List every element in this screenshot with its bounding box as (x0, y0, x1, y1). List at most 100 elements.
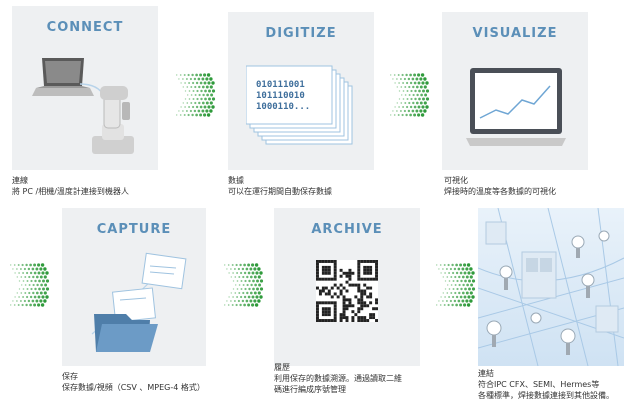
arrow-dot (190, 102, 193, 104)
arrow-dot (405, 113, 408, 117)
arrow-dot (450, 284, 453, 286)
arrow-dot (465, 275, 469, 279)
arrow-dot (39, 299, 43, 303)
arrow-dot (232, 288, 235, 290)
arrow-dot (26, 271, 29, 275)
arrow-dot (12, 268, 14, 270)
chevron-arrow-icon (223, 263, 264, 307)
arrow-dot (179, 114, 182, 116)
arrow-dot (200, 89, 203, 93)
arrow-dot (12, 300, 14, 302)
arrow-dot (463, 271, 467, 275)
arrow-dot (417, 73, 421, 77)
arrow-dot (250, 283, 253, 287)
arrow-dot (411, 77, 415, 81)
network-caption: 連結 符合IPC CFX、SEMI、Hermes等 各種標準，焊接數據連接到其他… (478, 368, 614, 401)
arrow-dot (464, 287, 467, 291)
arrow-dot (459, 263, 463, 267)
arrow-dot (256, 287, 259, 291)
monitor-chart-icon (466, 68, 566, 146)
binary-text: 010111001 101110010 1000110... (256, 80, 310, 113)
arrow-dot (423, 101, 427, 105)
arrow-dot (240, 271, 243, 275)
arrow-dot (458, 275, 461, 279)
arrow-dot (14, 272, 16, 274)
arrow-dot (452, 288, 455, 290)
arrow-dot (448, 288, 451, 290)
arrow-dot (188, 90, 191, 92)
arrow-dot (409, 105, 413, 109)
arrow-dot (399, 110, 402, 112)
arrow-dot (469, 299, 473, 303)
arrow-dot (16, 300, 18, 302)
arrow-dot (451, 263, 454, 267)
arrow-dot (247, 295, 251, 299)
arrow-dot (253, 299, 257, 303)
arrow-dot (406, 81, 409, 85)
arrow-dot (469, 275, 473, 279)
arrow-dot (180, 82, 182, 84)
arrow-dot (226, 300, 228, 302)
arrow-dot (22, 296, 25, 298)
arrow-dot (257, 267, 261, 271)
arrow-dot (230, 268, 232, 270)
arrow-dot (23, 267, 26, 271)
arrow-dot (440, 272, 442, 274)
arrow-dot (20, 276, 23, 278)
arrow-dot (28, 275, 31, 279)
arrow-dot (207, 81, 211, 85)
arrow-dot (185, 110, 188, 112)
capture-caption-line: 保存數據/視頻（CSV 、MPEG-4 格式） (62, 383, 205, 392)
arrow-dot (234, 276, 237, 278)
arrow-dot (34, 279, 37, 283)
arrow-dot (397, 74, 400, 76)
arrow-dot (252, 279, 255, 283)
arrow-dot (404, 94, 407, 96)
arrow-dot (236, 280, 239, 282)
arrow-dot (209, 77, 213, 81)
arrow-dot (184, 82, 186, 84)
arrow-dot (245, 267, 249, 271)
arrow-dot (14, 296, 16, 298)
arrow-dot (467, 271, 471, 275)
arrow-dot (195, 105, 199, 109)
arrow-dot (402, 90, 405, 92)
arrow-dot (444, 280, 447, 282)
arrow-dot (33, 295, 37, 299)
arrow-dot (200, 97, 203, 101)
arrow-dot (22, 288, 25, 290)
arrow-dot (198, 93, 201, 97)
arrow-dot (451, 303, 454, 307)
arrow-dot (423, 77, 427, 81)
arrow-dot (415, 85, 419, 89)
arrow-dot (247, 271, 251, 275)
arrow-dot (422, 89, 425, 93)
network-caption-title: 連結 (478, 369, 494, 378)
arrow-dot (209, 85, 213, 89)
qr-code-icon (316, 260, 378, 322)
documents-icon (246, 65, 353, 145)
arrow-dot (445, 268, 448, 270)
arrow-dot (21, 263, 24, 267)
arrow-dot (208, 97, 211, 101)
arrow-dot (450, 292, 453, 294)
arrow-dot (182, 110, 184, 112)
arrow-dot (453, 267, 457, 271)
arrow-dot (393, 74, 396, 76)
arrow-dot (33, 303, 37, 307)
arrow-dot (452, 280, 455, 282)
arrow-dot (257, 291, 261, 295)
arrow-dot (249, 267, 253, 271)
arrow-dot (192, 90, 195, 92)
arrow-dot (259, 287, 264, 291)
arrow-dot (444, 288, 447, 290)
arrow-dot (413, 81, 417, 85)
arrow-dot (450, 276, 453, 278)
arrow-dot (438, 268, 440, 270)
arrow-dot (199, 105, 203, 109)
arrow-dot (194, 94, 197, 96)
arrow-dot (18, 288, 21, 290)
arrow-dot (240, 288, 243, 290)
arrow-dot (409, 73, 412, 77)
arrow-dot (197, 77, 201, 81)
